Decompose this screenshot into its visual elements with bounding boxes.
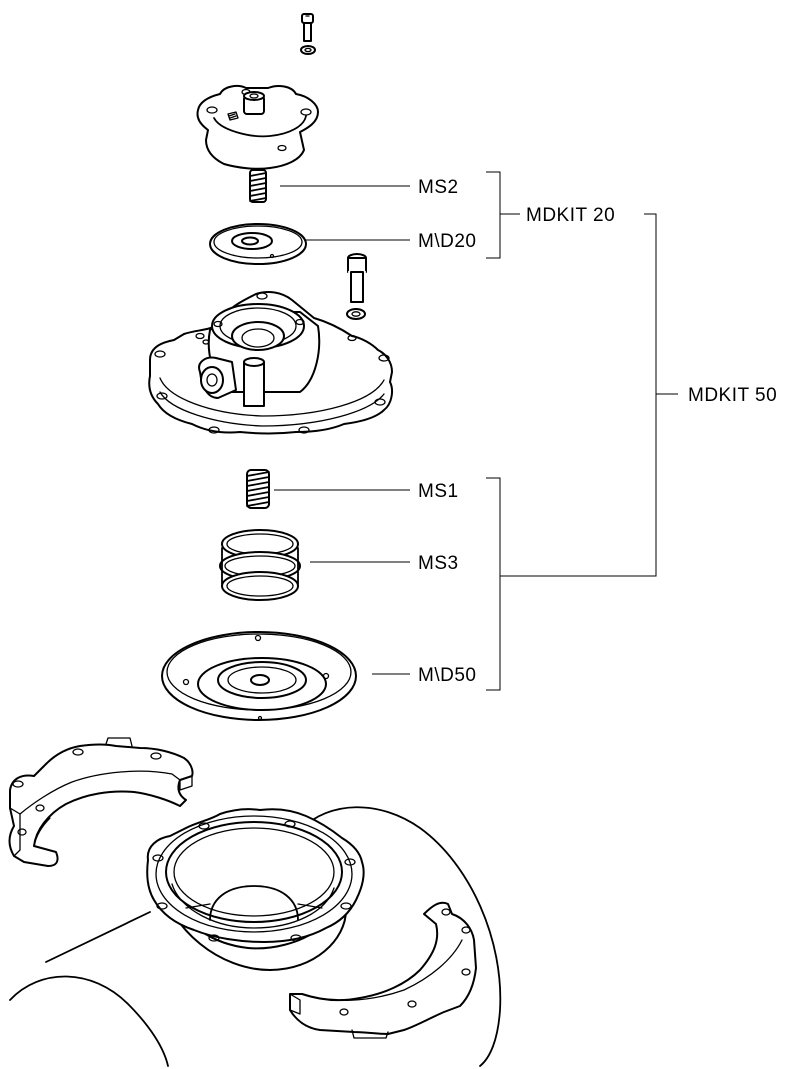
part-labels: MS2 M\D20 MDKIT 20 MDKIT 50 MS1 MS3 M\D5…	[418, 177, 777, 686]
label-ms1: MS1	[418, 481, 459, 502]
spring-ms3	[219, 529, 301, 601]
body-screw	[346, 253, 367, 320]
leader-lines	[274, 171, 678, 691]
diaphragm-md50	[161, 631, 357, 721]
valve-base	[146, 808, 365, 971]
spring-ms2	[249, 169, 267, 203]
label-md50: M\D50	[418, 665, 476, 686]
bracket-mdkit20	[486, 171, 501, 259]
label-mdkit20: MDKIT 20	[526, 205, 615, 226]
spring-ms1	[246, 469, 270, 509]
label-ms3: MS3	[418, 553, 459, 574]
tank-outline	[9, 806, 502, 1067]
top-screw	[300, 13, 316, 55]
bracket-mdkit50	[500, 213, 657, 577]
clamp-half-right	[289, 901, 477, 1039]
clamp-half-left	[8, 737, 194, 867]
diaphragm-md20	[209, 223, 307, 265]
label-md20: M\D20	[418, 231, 476, 252]
pilot-cover	[196, 85, 319, 170]
label-ms2: MS2	[418, 177, 459, 198]
valve-body	[148, 291, 393, 435]
label-mdkit50: MDKIT 50	[688, 385, 777, 406]
bracket-ms1-md50	[486, 477, 501, 691]
